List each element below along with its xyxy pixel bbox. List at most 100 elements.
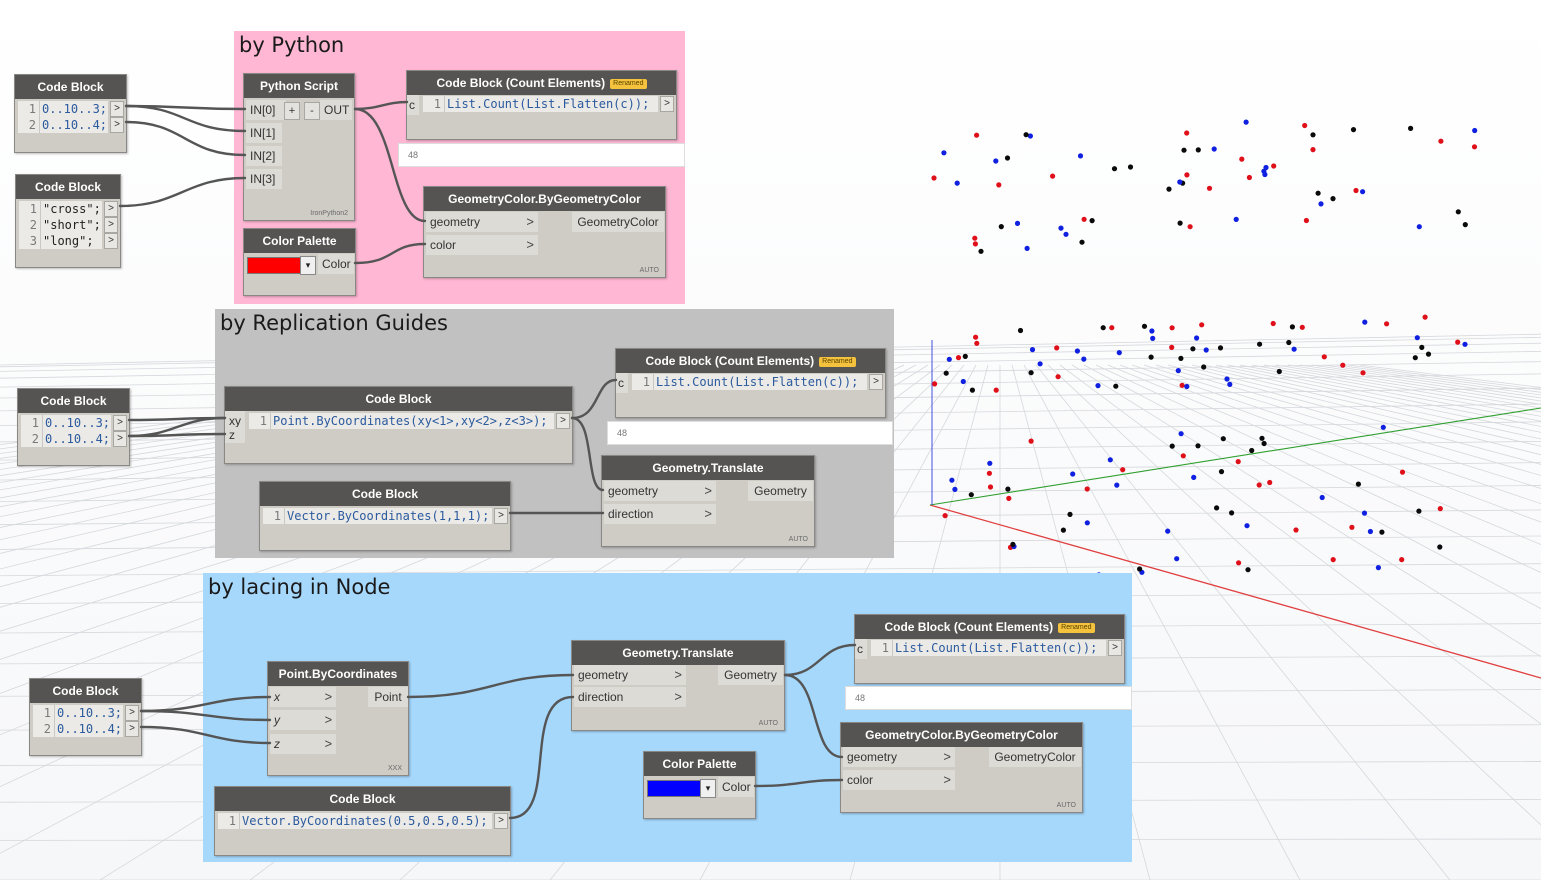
code-line[interactable]: 0..10..4;	[42, 431, 110, 447]
geometry-color-node-python[interactable]: GeometryColor.ByGeometryColor geometry> …	[423, 186, 666, 278]
code-line[interactable]: "long";	[40, 233, 94, 249]
input-port-direction[interactable]: direction>	[604, 504, 716, 524]
input-port-geometry[interactable]: geometry>	[843, 747, 955, 767]
color-swatch-blue[interactable]	[647, 780, 701, 797]
input-port-direction[interactable]: direction>	[574, 687, 686, 707]
input-port-xy[interactable]: xy	[225, 411, 245, 431]
color-palette-node-red[interactable]: Color Palette ▾ Color	[243, 228, 356, 296]
geometry-translate-node-replication[interactable]: Geometry.Translate geometry> direction> …	[601, 455, 815, 547]
point-by-coordinates-node[interactable]: Point.ByCoordinates x> y> z> Point XXX	[267, 661, 409, 776]
input-port-geometry[interactable]: geometry>	[574, 665, 686, 685]
code-line[interactable]: "cross";	[40, 201, 101, 217]
output-port[interactable]: >	[556, 413, 570, 429]
code-editor[interactable]: 1"cross"; 2"short"; 3"long";	[19, 201, 102, 249]
output-port[interactable]: >	[869, 374, 883, 390]
output-port-color[interactable]: Color	[318, 254, 354, 274]
viewport-point	[996, 182, 1002, 188]
output-port[interactable]: >	[110, 101, 124, 117]
code-line[interactable]: Vector.ByCoordinates(1,1,1);	[284, 508, 489, 524]
output-port[interactable]: >	[1108, 640, 1122, 656]
input-port-z[interactable]: z	[225, 427, 245, 443]
viewport-point	[1114, 482, 1120, 488]
output-port-geometry[interactable]: Geometry	[718, 665, 783, 685]
input-port-y[interactable]: y>	[270, 710, 336, 730]
input-port-c[interactable]: c	[855, 639, 867, 659]
output-port[interactable]: >	[110, 117, 124, 133]
output-port-color[interactable]: Color	[718, 777, 754, 797]
input-port-in0[interactable]: IN[0]	[246, 100, 286, 120]
input-port-c[interactable]: c	[616, 373, 628, 393]
lacing-label: AUTO	[639, 267, 659, 274]
output-port[interactable]: >	[104, 217, 118, 233]
input-port-in2[interactable]: IN[2]	[246, 146, 282, 166]
input-port-c[interactable]: c	[407, 95, 419, 115]
code-block-node-strings[interactable]: Code Block 1"cross"; 2"short"; 3"long"; …	[15, 174, 121, 268]
input-port-geometry[interactable]: geometry>	[426, 212, 538, 232]
geometry-color-node-lacing[interactable]: GeometryColor.ByGeometryColor geometry> …	[840, 722, 1083, 813]
color-swatch-red[interactable]	[247, 257, 301, 274]
output-port-geometrycolor[interactable]: GeometryColor	[989, 747, 1081, 767]
remove-input-button[interactable]: -	[304, 100, 320, 120]
viewport-point	[973, 334, 979, 340]
viewport-point	[1203, 347, 1209, 353]
output-port[interactable]: >	[104, 233, 118, 249]
code-line[interactable]: 0..10..4;	[54, 721, 122, 737]
color-dropdown-button[interactable]: ▾	[300, 256, 316, 275]
output-port[interactable]: >	[113, 431, 127, 447]
output-port-point[interactable]: Point	[368, 687, 408, 707]
output-port[interactable]: >	[125, 705, 139, 721]
output-port[interactable]: >	[113, 415, 127, 431]
code-line[interactable]: 0..10..3;	[54, 705, 122, 721]
color-palette-node-blue[interactable]: Color Palette ▾ Color	[643, 751, 756, 819]
viewport-point	[1416, 224, 1422, 230]
geometry-translate-node-lacing[interactable]: Geometry.Translate geometry> direction> …	[571, 640, 785, 731]
code-line[interactable]: "short";	[40, 217, 101, 233]
input-port-x[interactable]: x>	[270, 687, 336, 707]
viewport-point	[1100, 325, 1106, 331]
input-port-in1[interactable]: IN[1]	[246, 123, 282, 143]
code-line[interactable]: Point.ByCoordinates(xy<1>,xy<2>,z<3>);	[270, 413, 548, 429]
code-line[interactable]: List.Count(List.Flatten(c));	[444, 96, 649, 112]
code-line[interactable]: 0..10..3;	[39, 101, 107, 117]
input-port-color[interactable]: color>	[843, 770, 955, 790]
code-line[interactable]: Vector.ByCoordinates(0.5,0.5,0.5);	[239, 813, 488, 829]
add-input-button[interactable]: +	[284, 100, 300, 120]
code-line[interactable]: 0..10..4;	[39, 117, 107, 133]
input-port-in3[interactable]: IN[3]	[246, 169, 282, 189]
output-port-geometrycolor[interactable]: GeometryColor	[572, 212, 664, 232]
output-port-geometry[interactable]: Geometry	[748, 481, 813, 501]
output-port[interactable]: >	[494, 813, 508, 829]
code-line[interactable]: 0..10..3;	[42, 415, 110, 431]
input-port-z[interactable]: z>	[270, 734, 336, 754]
python-script-node[interactable]: Python Script IN[0] + - OUT IN[1] IN[2] …	[243, 73, 355, 221]
input-port-color[interactable]: color>	[426, 235, 538, 255]
output-port[interactable]: >	[494, 508, 508, 524]
output-port-out[interactable]: OUT	[320, 100, 352, 120]
output-port[interactable]: >	[660, 96, 674, 112]
input-port-geometry[interactable]: geometry>	[604, 481, 716, 501]
viewport-point	[1419, 344, 1425, 350]
output-port[interactable]: >	[104, 201, 118, 217]
color-dropdown-button[interactable]: ▾	[700, 779, 716, 798]
code-line[interactable]: List.Count(List.Flatten(c));	[653, 374, 858, 390]
code-line[interactable]: List.Count(List.Flatten(c));	[892, 640, 1097, 656]
output-port[interactable]: >	[125, 721, 139, 737]
